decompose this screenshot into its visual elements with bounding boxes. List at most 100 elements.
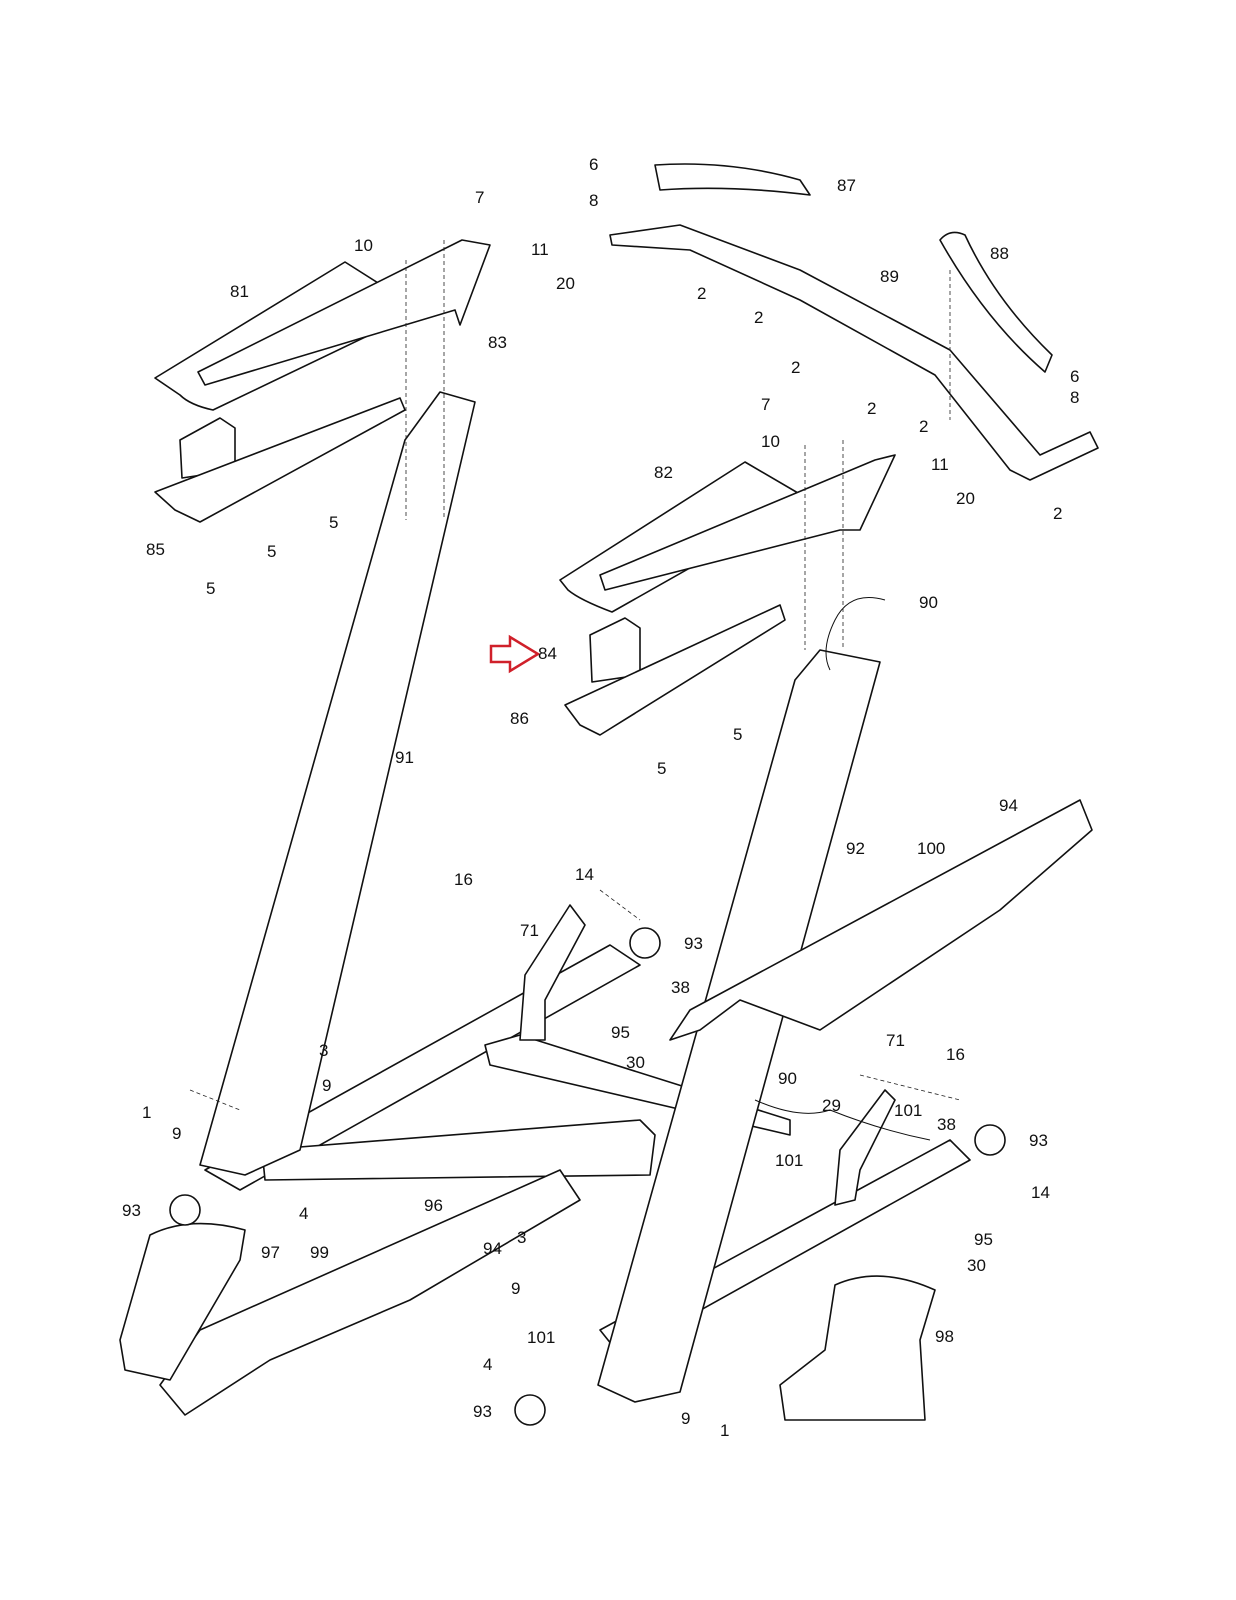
foot-98 xyxy=(779,1275,936,1421)
part-label-2: 2 xyxy=(919,417,928,436)
part-label-5: 5 xyxy=(657,759,666,778)
part-label-71: 71 xyxy=(886,1031,905,1050)
upright-bracket-right xyxy=(834,1089,896,1206)
tube-84 xyxy=(589,617,641,683)
part-label-93: 93 xyxy=(122,1201,141,1220)
part-label-87: 87 xyxy=(837,176,856,195)
handle-frame-83 xyxy=(197,239,491,386)
upright-column-92 xyxy=(597,649,881,1403)
part-label-93: 93 xyxy=(1029,1131,1048,1150)
handle-frame xyxy=(599,454,896,591)
wheel-93 xyxy=(629,927,661,959)
part-label-5: 5 xyxy=(206,579,215,598)
part-label-2: 2 xyxy=(697,284,706,303)
part-label-2: 2 xyxy=(867,399,876,418)
part-label-6: 6 xyxy=(1070,367,1079,386)
crossbar-96 xyxy=(261,1119,656,1181)
part-label-3: 3 xyxy=(517,1228,526,1247)
part-label-2: 2 xyxy=(791,358,800,377)
rail-85 xyxy=(154,397,406,523)
part-label-29: 29 xyxy=(822,1096,841,1115)
part-label-9: 9 xyxy=(172,1124,181,1143)
part-label-10: 10 xyxy=(761,432,780,451)
part-label-38: 38 xyxy=(671,978,690,997)
part-label-94: 94 xyxy=(999,796,1018,815)
part-label-20: 20 xyxy=(556,274,575,293)
part-label-93: 93 xyxy=(684,934,703,953)
part-label-10: 10 xyxy=(354,236,373,255)
part-label-6: 6 xyxy=(589,155,598,174)
part-label-71: 71 xyxy=(520,921,539,940)
highlight-arrow-icon xyxy=(489,634,541,674)
part-label-94: 94 xyxy=(483,1239,502,1258)
part-label-95: 95 xyxy=(611,1023,630,1042)
wheel-93 xyxy=(514,1394,546,1426)
part-label-86: 86 xyxy=(510,709,529,728)
part-label-14: 14 xyxy=(575,865,594,884)
part-label-99: 99 xyxy=(310,1243,329,1262)
part-label-8: 8 xyxy=(589,191,598,210)
part-label-1: 1 xyxy=(720,1421,729,1440)
part-label-92: 92 xyxy=(846,839,865,858)
part-label-90: 90 xyxy=(919,593,938,612)
part-label-91: 91 xyxy=(395,748,414,767)
part-label-1: 1 xyxy=(142,1103,151,1122)
part-label-7: 7 xyxy=(761,395,770,414)
part-label-2: 2 xyxy=(1053,504,1062,523)
upright-column-91 xyxy=(199,391,476,1176)
part-label-16: 16 xyxy=(454,870,473,889)
part-label-90: 90 xyxy=(778,1069,797,1088)
part-label-16: 16 xyxy=(946,1045,965,1064)
handlebar-89 xyxy=(609,224,1099,481)
part-label-14: 14 xyxy=(1031,1183,1050,1202)
part-label-84: 84 xyxy=(538,644,557,663)
base-cover-99 xyxy=(159,1169,581,1416)
base-cover-100 xyxy=(669,799,1093,1041)
part-label-85: 85 xyxy=(146,540,165,559)
part-label-101: 101 xyxy=(527,1328,555,1347)
part-label-11: 11 xyxy=(531,240,549,259)
part-label-8: 8 xyxy=(1070,388,1079,407)
foot-97 xyxy=(119,1222,246,1381)
part-label-11: 11 xyxy=(931,455,949,474)
part-label-95: 95 xyxy=(974,1230,993,1249)
part-label-20: 20 xyxy=(956,489,975,508)
part-label-88: 88 xyxy=(990,244,1009,263)
wire-harness-90-lower xyxy=(754,1099,931,1141)
part-label-3: 3 xyxy=(319,1041,328,1060)
part-label-83: 83 xyxy=(488,333,507,352)
assembly-line xyxy=(189,240,961,1111)
rail-86 xyxy=(564,604,786,736)
wire-harness-90 xyxy=(825,597,886,671)
part-label-30: 30 xyxy=(626,1053,645,1072)
part-label-101: 101 xyxy=(894,1101,922,1120)
part-label-30: 30 xyxy=(967,1256,986,1275)
grip-88 xyxy=(939,231,1053,373)
part-label-2: 2 xyxy=(754,308,763,327)
part-label-96: 96 xyxy=(424,1196,443,1215)
part-label-9: 9 xyxy=(322,1076,331,1095)
part-label-93: 93 xyxy=(473,1402,492,1421)
grip-87 xyxy=(654,163,811,196)
wheel-93 xyxy=(169,1194,201,1226)
part-label-100: 100 xyxy=(917,839,945,858)
part-label-38: 38 xyxy=(937,1115,956,1134)
part-label-5: 5 xyxy=(329,513,338,532)
part-label-89: 89 xyxy=(880,267,899,286)
part-label-9: 9 xyxy=(511,1279,520,1298)
part-label-5: 5 xyxy=(733,725,742,744)
wheel-93 xyxy=(974,1124,1006,1156)
part-label-4: 4 xyxy=(299,1204,308,1223)
part-label-98: 98 xyxy=(935,1327,954,1346)
upright-bracket-left xyxy=(519,904,586,1041)
part-label-82: 82 xyxy=(654,463,673,482)
part-label-4: 4 xyxy=(483,1355,492,1374)
part-label-81: 81 xyxy=(230,282,249,301)
part-label-7: 7 xyxy=(475,188,484,207)
tube-left xyxy=(179,417,236,479)
part-label-5: 5 xyxy=(267,542,276,561)
part-label-9: 9 xyxy=(681,1409,690,1428)
